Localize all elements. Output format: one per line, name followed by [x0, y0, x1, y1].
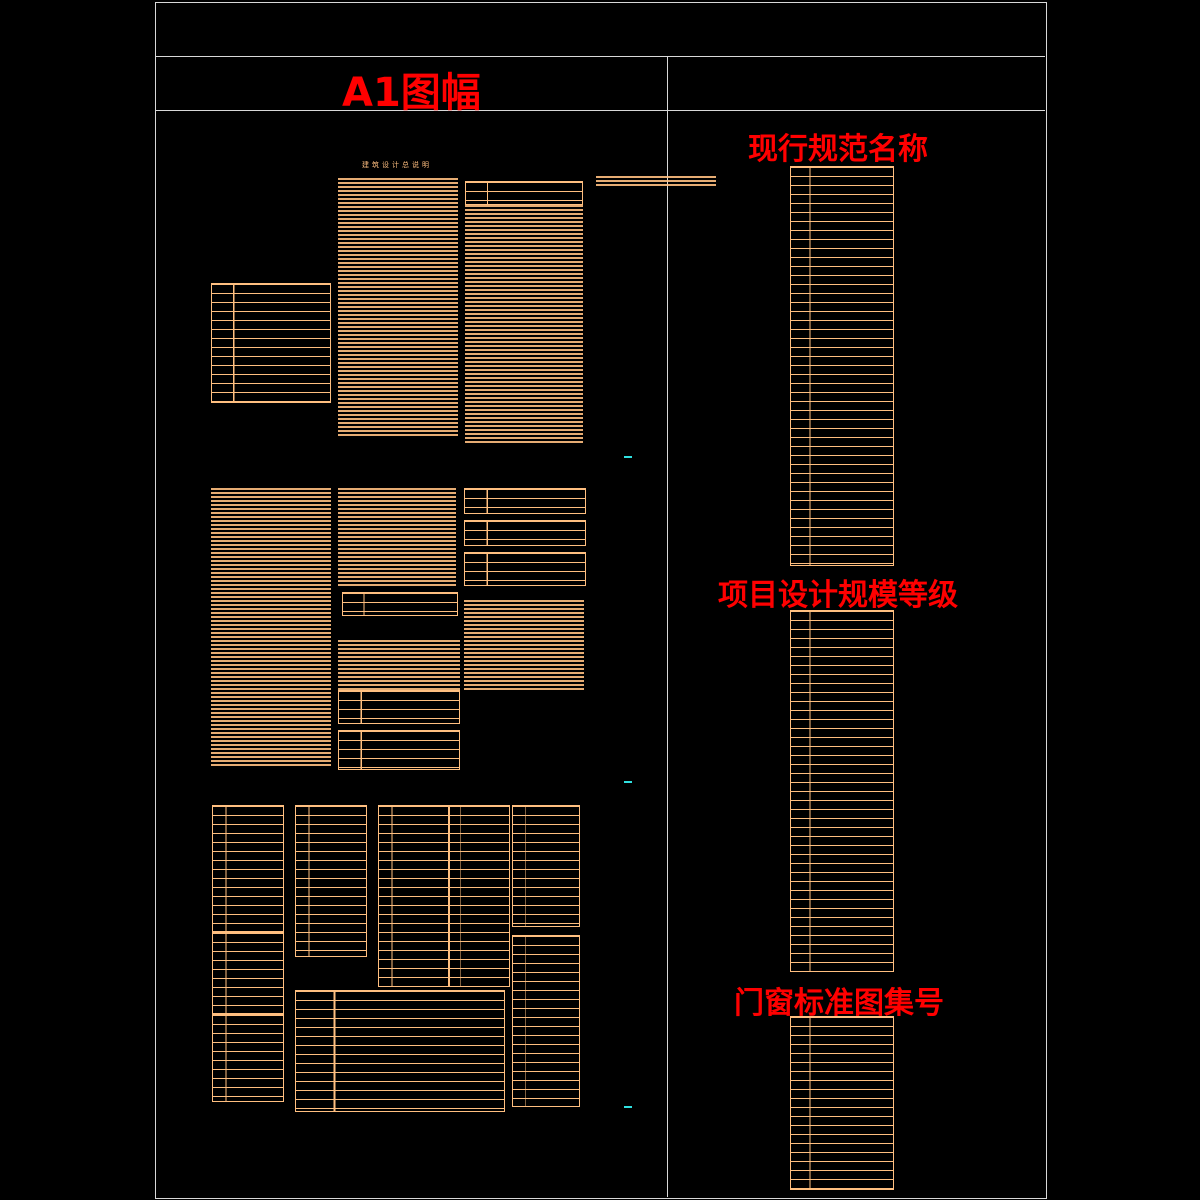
doors-heading: 门窗标准图集号 [734, 986, 944, 1021]
marker [624, 781, 632, 783]
table-block [448, 805, 510, 987]
text-block [211, 488, 331, 768]
sheet-size-label: A1图幅 [342, 70, 481, 116]
table-block [212, 932, 284, 1014]
table-block [464, 488, 586, 514]
text-block [338, 640, 460, 690]
title-row-bottom [155, 110, 1045, 111]
table-block [338, 690, 460, 724]
table-block [464, 552, 586, 586]
marker [624, 1106, 632, 1108]
table-block [295, 805, 367, 957]
text-block [338, 488, 456, 588]
table-block [512, 935, 580, 1107]
text-block [464, 600, 584, 690]
table-block [465, 181, 583, 205]
table-block [464, 520, 586, 546]
table-block [212, 805, 284, 932]
table-block [212, 1014, 284, 1102]
drawing-title: 建筑设计总说明 [362, 161, 432, 169]
table-block [512, 805, 580, 927]
table-block [790, 1016, 894, 1190]
text-block [465, 205, 583, 445]
column-divider [667, 56, 668, 1197]
table-block [342, 592, 458, 616]
scale-heading: 项目设计规模等级 [718, 578, 958, 613]
table-block [790, 610, 894, 972]
table-block [295, 990, 505, 1112]
codes-heading: 现行规范名称 [748, 132, 928, 167]
sheet-border [155, 2, 1047, 1199]
table-block [378, 805, 450, 987]
title-row-top [155, 56, 1045, 57]
text-block [596, 176, 716, 186]
table-block [338, 730, 460, 770]
text-block [338, 178, 458, 438]
table-block [211, 283, 331, 403]
marker [624, 456, 632, 458]
table-block [790, 166, 894, 566]
